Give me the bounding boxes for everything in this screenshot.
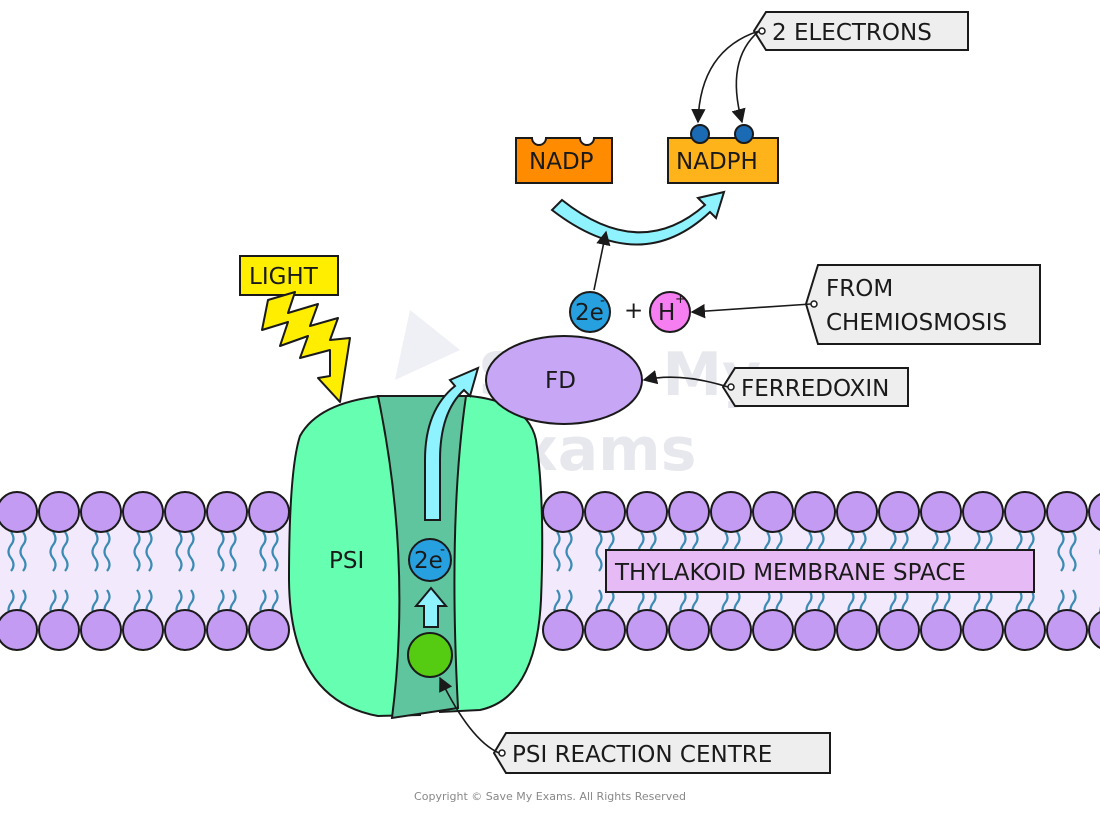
light-group: LIGHT bbox=[240, 256, 350, 402]
lipid-head bbox=[837, 610, 877, 650]
plus-sign: + bbox=[624, 298, 643, 324]
thylakoid-group: THYLAKOID MEMBRANE SPACE bbox=[606, 550, 1034, 592]
thylakoid-label: THYLAKOID MEMBRANE SPACE bbox=[614, 560, 966, 586]
ferredoxin-group: FD bbox=[486, 336, 642, 424]
nadph-electron-1 bbox=[691, 125, 709, 143]
nadp-label: NADP bbox=[529, 149, 594, 175]
ferredoxin-label: FERREDOXIN bbox=[741, 376, 889, 402]
copyright-text: Copyright © Save My Exams. All Rights Re… bbox=[414, 790, 686, 803]
lipid-head bbox=[207, 610, 247, 650]
lipid-head bbox=[795, 492, 835, 532]
reaction-centre bbox=[408, 633, 452, 677]
lipid-head bbox=[165, 610, 205, 650]
electron-top-sup: - bbox=[600, 293, 605, 309]
lipid-head bbox=[669, 610, 709, 650]
lipid-head bbox=[963, 610, 1003, 650]
lipid-head bbox=[1047, 492, 1087, 532]
tag-chemiosmosis: FROM CHEMIOSMOSIS bbox=[806, 265, 1040, 344]
lipid-head bbox=[0, 610, 37, 650]
lipid-head bbox=[669, 492, 709, 532]
from-label-line2: CHEMIOSMOSIS bbox=[826, 310, 1007, 336]
lipid-head bbox=[711, 492, 751, 532]
tag-ferredoxin: FERREDOXIN bbox=[723, 368, 908, 406]
lipid-head bbox=[921, 492, 961, 532]
lipid-head bbox=[753, 492, 793, 532]
lipid-head bbox=[627, 492, 667, 532]
lipid-head bbox=[879, 610, 919, 650]
lipid-head bbox=[249, 610, 289, 650]
two-electrons-label: 2 ELECTRONS bbox=[772, 20, 932, 46]
nadph-electron-2 bbox=[735, 125, 753, 143]
lipid-head bbox=[543, 610, 583, 650]
reaction-centre-label: PSI REACTION CENTRE bbox=[512, 742, 772, 768]
lipid-head bbox=[1005, 610, 1045, 650]
lipid-head bbox=[711, 610, 751, 650]
leader-2e-1 bbox=[698, 31, 759, 122]
lipid-head bbox=[0, 492, 37, 532]
lipid-head bbox=[543, 492, 583, 532]
lipid-head bbox=[123, 492, 163, 532]
leader-e-to-nadp bbox=[594, 232, 606, 290]
electron-channel-label: 2e bbox=[414, 548, 443, 574]
lipid-head bbox=[207, 492, 247, 532]
reduction-arrow bbox=[552, 192, 724, 245]
tag-2-electrons: 2 ELECTRONS bbox=[754, 12, 968, 50]
light-label: LIGHT bbox=[249, 264, 319, 290]
h-plus-sup: + bbox=[675, 292, 686, 307]
lipid-head bbox=[81, 492, 121, 532]
tag-reaction-centre: PSI REACTION CENTRE bbox=[494, 733, 830, 773]
fd-label: FD bbox=[545, 368, 576, 394]
h-plus-label: H bbox=[658, 300, 675, 326]
electron-channel-sup: - bbox=[440, 542, 445, 558]
lipid-head bbox=[81, 610, 121, 650]
lipid-head bbox=[627, 610, 667, 650]
lipid-head bbox=[165, 492, 205, 532]
lipid-head bbox=[1047, 610, 1087, 650]
nadp-group: NADP NADPH bbox=[516, 125, 778, 183]
lipid-head bbox=[837, 492, 877, 532]
leader-from bbox=[692, 304, 811, 312]
lipid-head bbox=[585, 492, 625, 532]
lightning-bolt-icon bbox=[262, 292, 350, 402]
lipid-head bbox=[123, 610, 163, 650]
lipid-head bbox=[963, 492, 1003, 532]
lipid-head bbox=[39, 610, 79, 650]
from-label-line1: FROM bbox=[826, 276, 893, 302]
electron-proton-group: 2e - + H + bbox=[570, 292, 690, 332]
lipid-head bbox=[921, 610, 961, 650]
lipid-head bbox=[1005, 492, 1045, 532]
lipid-head bbox=[879, 492, 919, 532]
lipid-head bbox=[249, 492, 289, 532]
psi-label: PSI bbox=[329, 548, 364, 574]
leader-2e-2 bbox=[736, 31, 759, 122]
nadph-label: NADPH bbox=[676, 149, 758, 175]
lipid-head bbox=[753, 610, 793, 650]
lipid-head bbox=[795, 610, 835, 650]
lipid-head bbox=[39, 492, 79, 532]
lipid-head bbox=[585, 610, 625, 650]
